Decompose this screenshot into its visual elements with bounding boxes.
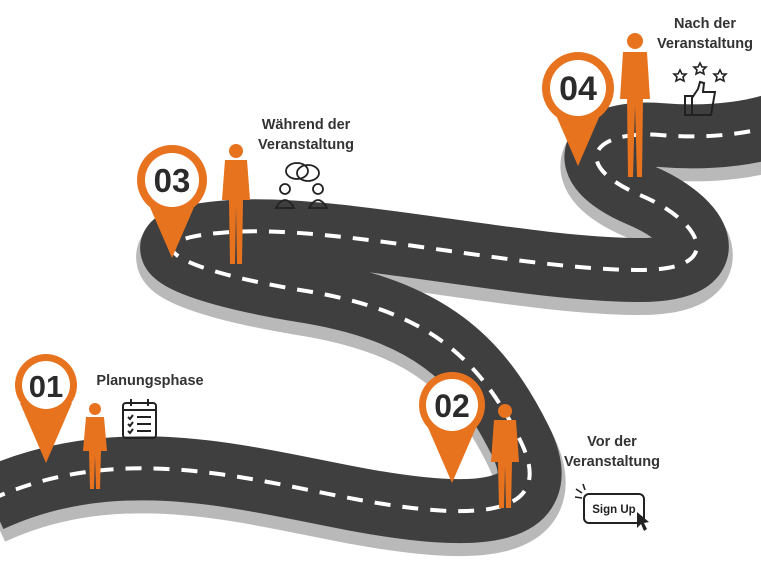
- step-04: 04: [542, 33, 728, 177]
- title-line: Vor der: [587, 434, 637, 450]
- step-number: 03: [154, 162, 191, 199]
- step-02-title: Vor der Veranstaltung: [548, 432, 676, 472]
- sign-up-click-icon: Sign Up: [574, 483, 649, 531]
- step-02: 02 Sign Up: [419, 372, 649, 531]
- walking-person-icon: [83, 403, 107, 489]
- location-pin-02: 02: [419, 372, 485, 483]
- title-line: Veranstaltung: [258, 137, 354, 153]
- step-03-title: Während der Veranstaltung: [242, 115, 370, 155]
- location-pin-04: 04: [542, 52, 614, 166]
- step-number: 04: [559, 70, 597, 108]
- title-line: Veranstaltung: [564, 454, 660, 470]
- step-03: 03: [137, 144, 329, 264]
- people-chat-icon: [274, 162, 329, 209]
- rating-thumbs-up-icon: [672, 61, 728, 116]
- step-number: 02: [434, 388, 470, 424]
- walking-person-icon: [491, 404, 519, 508]
- walking-person-icon: [620, 33, 650, 177]
- title-line: Planungsphase: [96, 373, 204, 389]
- sign-up-button-text: Sign Up: [592, 504, 635, 516]
- title-line: Nach der: [673, 16, 737, 32]
- step-01-title: Planungsphase: [88, 371, 212, 391]
- walking-person-icon: [222, 144, 250, 264]
- step-04-title: Nach der Veranstaltung: [641, 14, 761, 54]
- location-pin-01: 01: [15, 354, 77, 463]
- title-line: Während der: [261, 117, 351, 133]
- step-number: 01: [29, 369, 63, 404]
- calendar-checklist-icon: [122, 399, 157, 439]
- step-01: 01: [15, 354, 157, 489]
- location-pin-03: 03: [137, 145, 207, 258]
- title-line: Veranstaltung: [657, 36, 753, 52]
